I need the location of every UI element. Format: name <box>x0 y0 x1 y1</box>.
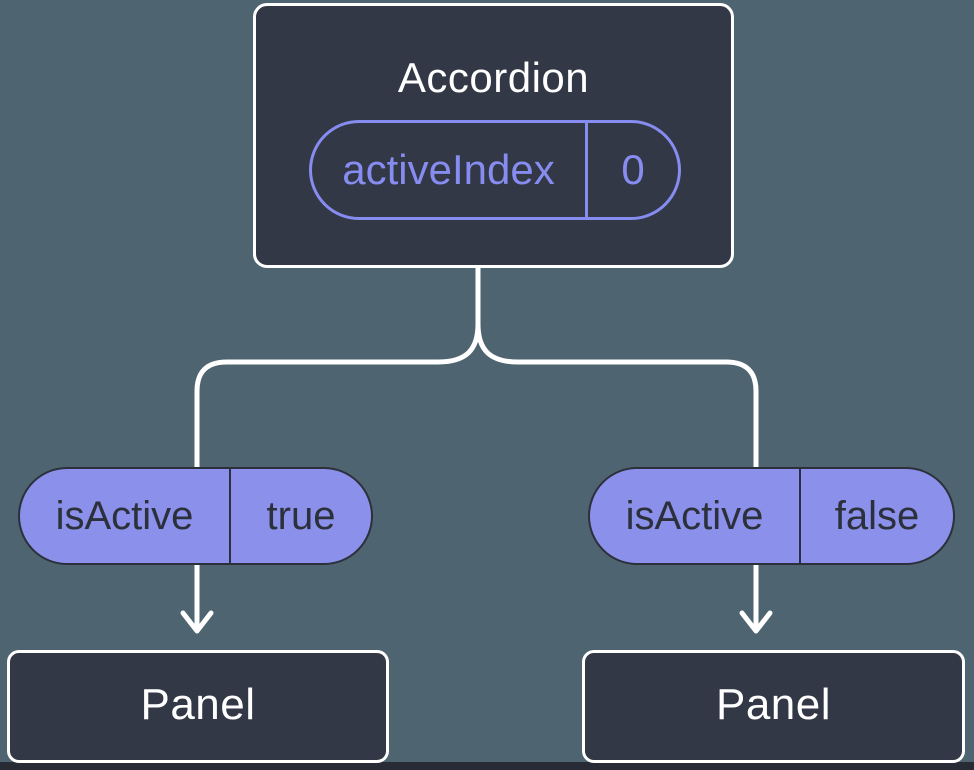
accordion-node-card: Accordion activeIndex 0 <box>253 3 734 268</box>
prop-value-label: false <box>834 493 920 538</box>
state-name: activeIndex <box>312 123 585 217</box>
state-value: 0 <box>585 123 678 217</box>
state-name-label: activeIndex <box>342 146 555 193</box>
prop-pill-left: isActive true <box>18 467 373 565</box>
panel-node-card-right: Panel <box>582 650 965 763</box>
state-value-label: 0 <box>621 146 645 193</box>
prop-pill-right: isActive false <box>588 467 955 565</box>
bottom-edge-strip <box>0 762 974 770</box>
left-arrowhead-icon <box>180 610 214 634</box>
prop-value: false <box>799 469 953 563</box>
prop-name: isActive <box>20 469 229 563</box>
prop-value: true <box>229 469 371 563</box>
trunk-and-left-branch-connector <box>194 263 481 471</box>
state-pill: activeIndex 0 <box>309 120 681 220</box>
prop-name: isActive <box>590 469 799 563</box>
right-arrowhead-icon <box>739 610 773 634</box>
panel-node-title: Panel <box>140 679 256 729</box>
prop-name-label: isActive <box>55 493 194 538</box>
right-branch-connector <box>475 321 759 471</box>
prop-name-label: isActive <box>625 493 764 538</box>
panel-node-card-left: Panel <box>7 650 389 763</box>
accordion-node-title: Accordion <box>397 54 590 101</box>
panel-node-title: Panel <box>715 679 832 729</box>
prop-value-label: true <box>266 493 336 538</box>
